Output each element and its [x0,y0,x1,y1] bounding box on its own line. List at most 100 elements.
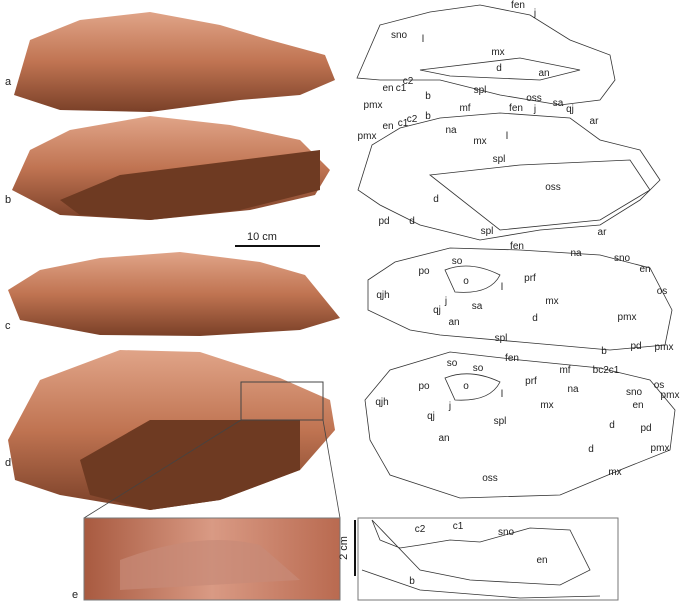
label-b-11: spl [492,154,506,165]
label-b-12: oss [545,182,561,193]
label-d-12: l [500,389,504,400]
label-d-19: d [609,420,615,431]
panel-letter-d: d [5,457,12,469]
label-c-12: j [444,296,448,307]
panel-letter-a: a [5,76,12,88]
label-a-9: sa [552,98,564,109]
label-c-15: d [532,313,538,324]
panel-letter-c: c [5,320,11,332]
label-a-5: d [496,63,502,74]
label-d-6: po [418,381,430,392]
label-a-8: oss [526,93,542,104]
label-e-2: sno [497,527,515,538]
label-a-10: qj [566,104,574,115]
label-a-14: c1 [395,83,407,94]
label-c-5: en [639,264,651,275]
line-drawings [356,4,676,599]
drawing-c-outline [367,247,673,351]
label-e-1: c1 [452,521,464,532]
drawing-b-outline [357,112,661,241]
label-c-2: sno [613,253,631,264]
label-a-7: spl [473,85,487,96]
label-a-16: b [425,91,431,102]
label-c-9: os [656,286,668,297]
label-d-15: qjh [375,397,389,408]
label-d-25: oss [482,473,498,484]
label-c-8: l [500,282,504,293]
label-c-3: so [451,256,463,267]
label-c-4: po [418,266,430,277]
label-d-20: pd [640,423,652,434]
panel-letter-b: b [5,194,12,206]
label-b-7: en [382,121,394,132]
label-b-16: spl [480,226,494,237]
scale-bar-label-2cm: 2 cm [338,536,350,560]
label-d-24: mx [608,467,622,478]
label-d-5: os [653,380,665,391]
label-c-1: na [570,248,582,259]
label-c-19: pd [630,341,642,352]
label-b-14: pd [378,216,390,227]
photo-d-inset-marker [240,381,324,421]
label-c-14: qj [433,305,441,316]
label-b-10: b [425,111,431,122]
label-c-13: sa [471,301,483,312]
label-e-3: en [536,555,548,566]
label-b-4: mx [473,136,487,147]
label-c-20: pmx [654,342,674,353]
drawing-e-outline [361,519,601,599]
label-d-7: o [463,381,469,392]
label-a-15: c2 [402,76,414,87]
label-a-6: an [538,68,550,79]
drawing-d-outline [364,351,676,499]
label-a-12: pmx [363,100,383,111]
label-b-13: d [433,194,439,205]
photo-a-skull [14,12,335,112]
label-b-9: c2 [406,114,418,125]
label-d-1: so [446,358,458,369]
label-a-13: en [382,83,394,94]
label-d-4: bc2c1 [592,365,620,376]
label-a-1: l [421,34,425,45]
label-c-21: b [601,346,607,357]
label-b-0: mf [459,103,471,114]
label-d-17: qj [427,411,435,422]
label-d-8: prf [525,376,537,387]
label-c-18: spl [494,333,508,344]
label-a-4: mx [491,47,505,58]
label-d-11: pmx [660,390,680,401]
label-d-23: d [588,444,594,455]
label-c-6: o [463,276,469,287]
photo-b-matrix [60,150,320,220]
label-b-15: d [409,216,415,227]
label-e-0: c2 [414,524,426,535]
label-a-3: j [533,8,537,19]
label-a-11: ar [589,116,599,127]
label-d-2: so [472,363,484,374]
label-d-0: fen [505,353,519,364]
label-c-0: fen [510,241,524,252]
label-d-3: mf [559,365,571,376]
label-d-16: j [448,401,452,412]
label-a-0: sno [390,30,408,41]
label-d-13: mx [540,400,554,411]
label-d-21: an [438,433,450,444]
label-b-2: j [533,104,537,115]
photo-c-skull [8,252,340,336]
label-a-2: fen [511,0,525,11]
label-c-16: pmx [617,312,637,323]
label-d-9: na [567,384,579,395]
panel-letter-e: e [72,589,79,601]
label-b-8: c1 [397,118,409,129]
label-e-4: b [409,576,415,587]
label-c-7: prf [524,273,536,284]
label-c-17: an [448,317,460,328]
label-b-6: pmx [357,131,377,142]
label-d-18: spl [493,416,507,427]
label-d-14: en [632,400,644,411]
scale-bar-label-10cm: 10 cm [247,231,277,243]
label-b-3: na [445,125,457,136]
label-d-10: sno [625,387,643,398]
